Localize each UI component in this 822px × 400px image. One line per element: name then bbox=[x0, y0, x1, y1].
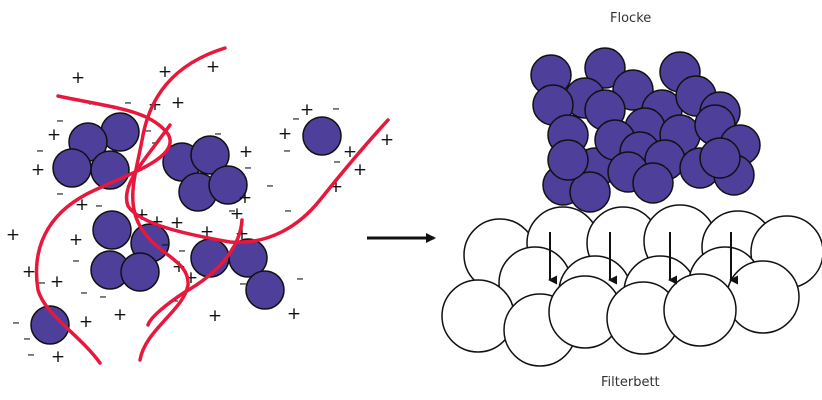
colloid-particle bbox=[208, 165, 248, 205]
polymer-chain bbox=[131, 46, 227, 362]
colloid-particle bbox=[120, 252, 160, 292]
filter-bed-label: Filterbett bbox=[601, 375, 660, 390]
positive-charge: + bbox=[31, 160, 45, 180]
negative-charge: – bbox=[56, 184, 64, 202]
negative-charge: – bbox=[284, 201, 292, 219]
polymer-chain bbox=[34, 94, 172, 365]
negative-charge: – bbox=[72, 251, 80, 269]
floc-particles-group bbox=[530, 47, 761, 213]
positive-charge: + bbox=[69, 230, 83, 250]
negative-charge: – bbox=[239, 274, 247, 292]
positive-charge: + bbox=[278, 124, 292, 144]
negative-charge: – bbox=[161, 235, 169, 253]
floc-particle bbox=[632, 162, 674, 204]
colloid-particle bbox=[245, 270, 285, 310]
positive-charge: + bbox=[171, 93, 185, 113]
positive-charge: + bbox=[287, 304, 301, 324]
colloid-particle bbox=[228, 238, 268, 278]
negative-charge: – bbox=[124, 93, 132, 111]
positive-charge: + bbox=[79, 312, 93, 332]
negative-charge: – bbox=[296, 269, 304, 287]
negative-charge: – bbox=[95, 196, 103, 214]
negative-charge: – bbox=[99, 287, 107, 305]
polymer-chains-group bbox=[34, 46, 390, 365]
filter-grain bbox=[663, 273, 737, 347]
positive-charge: + bbox=[51, 347, 65, 367]
negative-charge: – bbox=[151, 133, 159, 151]
negative-charge: – bbox=[178, 241, 186, 259]
positive-charge: + bbox=[353, 160, 367, 180]
colloid-particle bbox=[52, 148, 92, 188]
positive-charge: + bbox=[6, 225, 20, 245]
negative-charge: – bbox=[292, 109, 300, 127]
negative-charge: – bbox=[23, 329, 31, 347]
negative-charge: – bbox=[56, 111, 64, 129]
negative-charge: – bbox=[144, 121, 152, 139]
filter-grain bbox=[441, 279, 515, 353]
negative-charge: – bbox=[228, 201, 236, 219]
positive-charge: + bbox=[380, 130, 394, 150]
positive-charge: + bbox=[47, 125, 61, 145]
negative-charge: – bbox=[244, 158, 252, 176]
colloid-particle bbox=[302, 116, 342, 156]
positive-charge: + bbox=[50, 272, 64, 292]
negative-charge: – bbox=[283, 141, 291, 159]
floc-label: Flocke bbox=[610, 11, 652, 26]
floc-particle bbox=[699, 137, 741, 179]
positive-charge: + bbox=[300, 100, 314, 120]
negative-charge: – bbox=[12, 313, 20, 331]
floc-particle bbox=[547, 139, 589, 181]
positive-charge: + bbox=[170, 213, 184, 233]
colloid-particle bbox=[190, 135, 230, 175]
positive-charge: + bbox=[238, 188, 252, 208]
positive-charge: + bbox=[230, 204, 244, 224]
positive-charge: + bbox=[208, 306, 222, 326]
floc-particle bbox=[584, 47, 626, 89]
negative-charge: – bbox=[36, 141, 44, 159]
colloid-particle bbox=[30, 305, 70, 345]
negative-charge: – bbox=[266, 176, 274, 194]
positive-charge: + bbox=[22, 262, 36, 282]
floc-particle bbox=[569, 171, 611, 213]
negative-charge: – bbox=[332, 99, 340, 117]
negative-charge: – bbox=[38, 273, 46, 291]
positive-charge: + bbox=[71, 68, 85, 88]
positive-charge: + bbox=[239, 142, 253, 162]
colloid-particle bbox=[92, 210, 132, 250]
polymer-chain bbox=[146, 218, 244, 327]
positive-charge: + bbox=[158, 62, 172, 82]
flow-arrows-group bbox=[548, 232, 738, 285]
polymer-chain bbox=[124, 118, 390, 245]
positive-charge: + bbox=[113, 305, 127, 325]
negative-charge: – bbox=[80, 283, 88, 301]
filter-bed-group bbox=[441, 204, 822, 367]
negative-charge: – bbox=[27, 345, 35, 363]
filter-grain bbox=[726, 260, 800, 334]
positive-charge: + bbox=[206, 57, 220, 77]
surface-charges-group: +++++++++++++++++++++++++++++++++–––––––… bbox=[6, 57, 394, 367]
negative-charge: – bbox=[214, 124, 222, 142]
negative-charge: – bbox=[333, 152, 341, 170]
